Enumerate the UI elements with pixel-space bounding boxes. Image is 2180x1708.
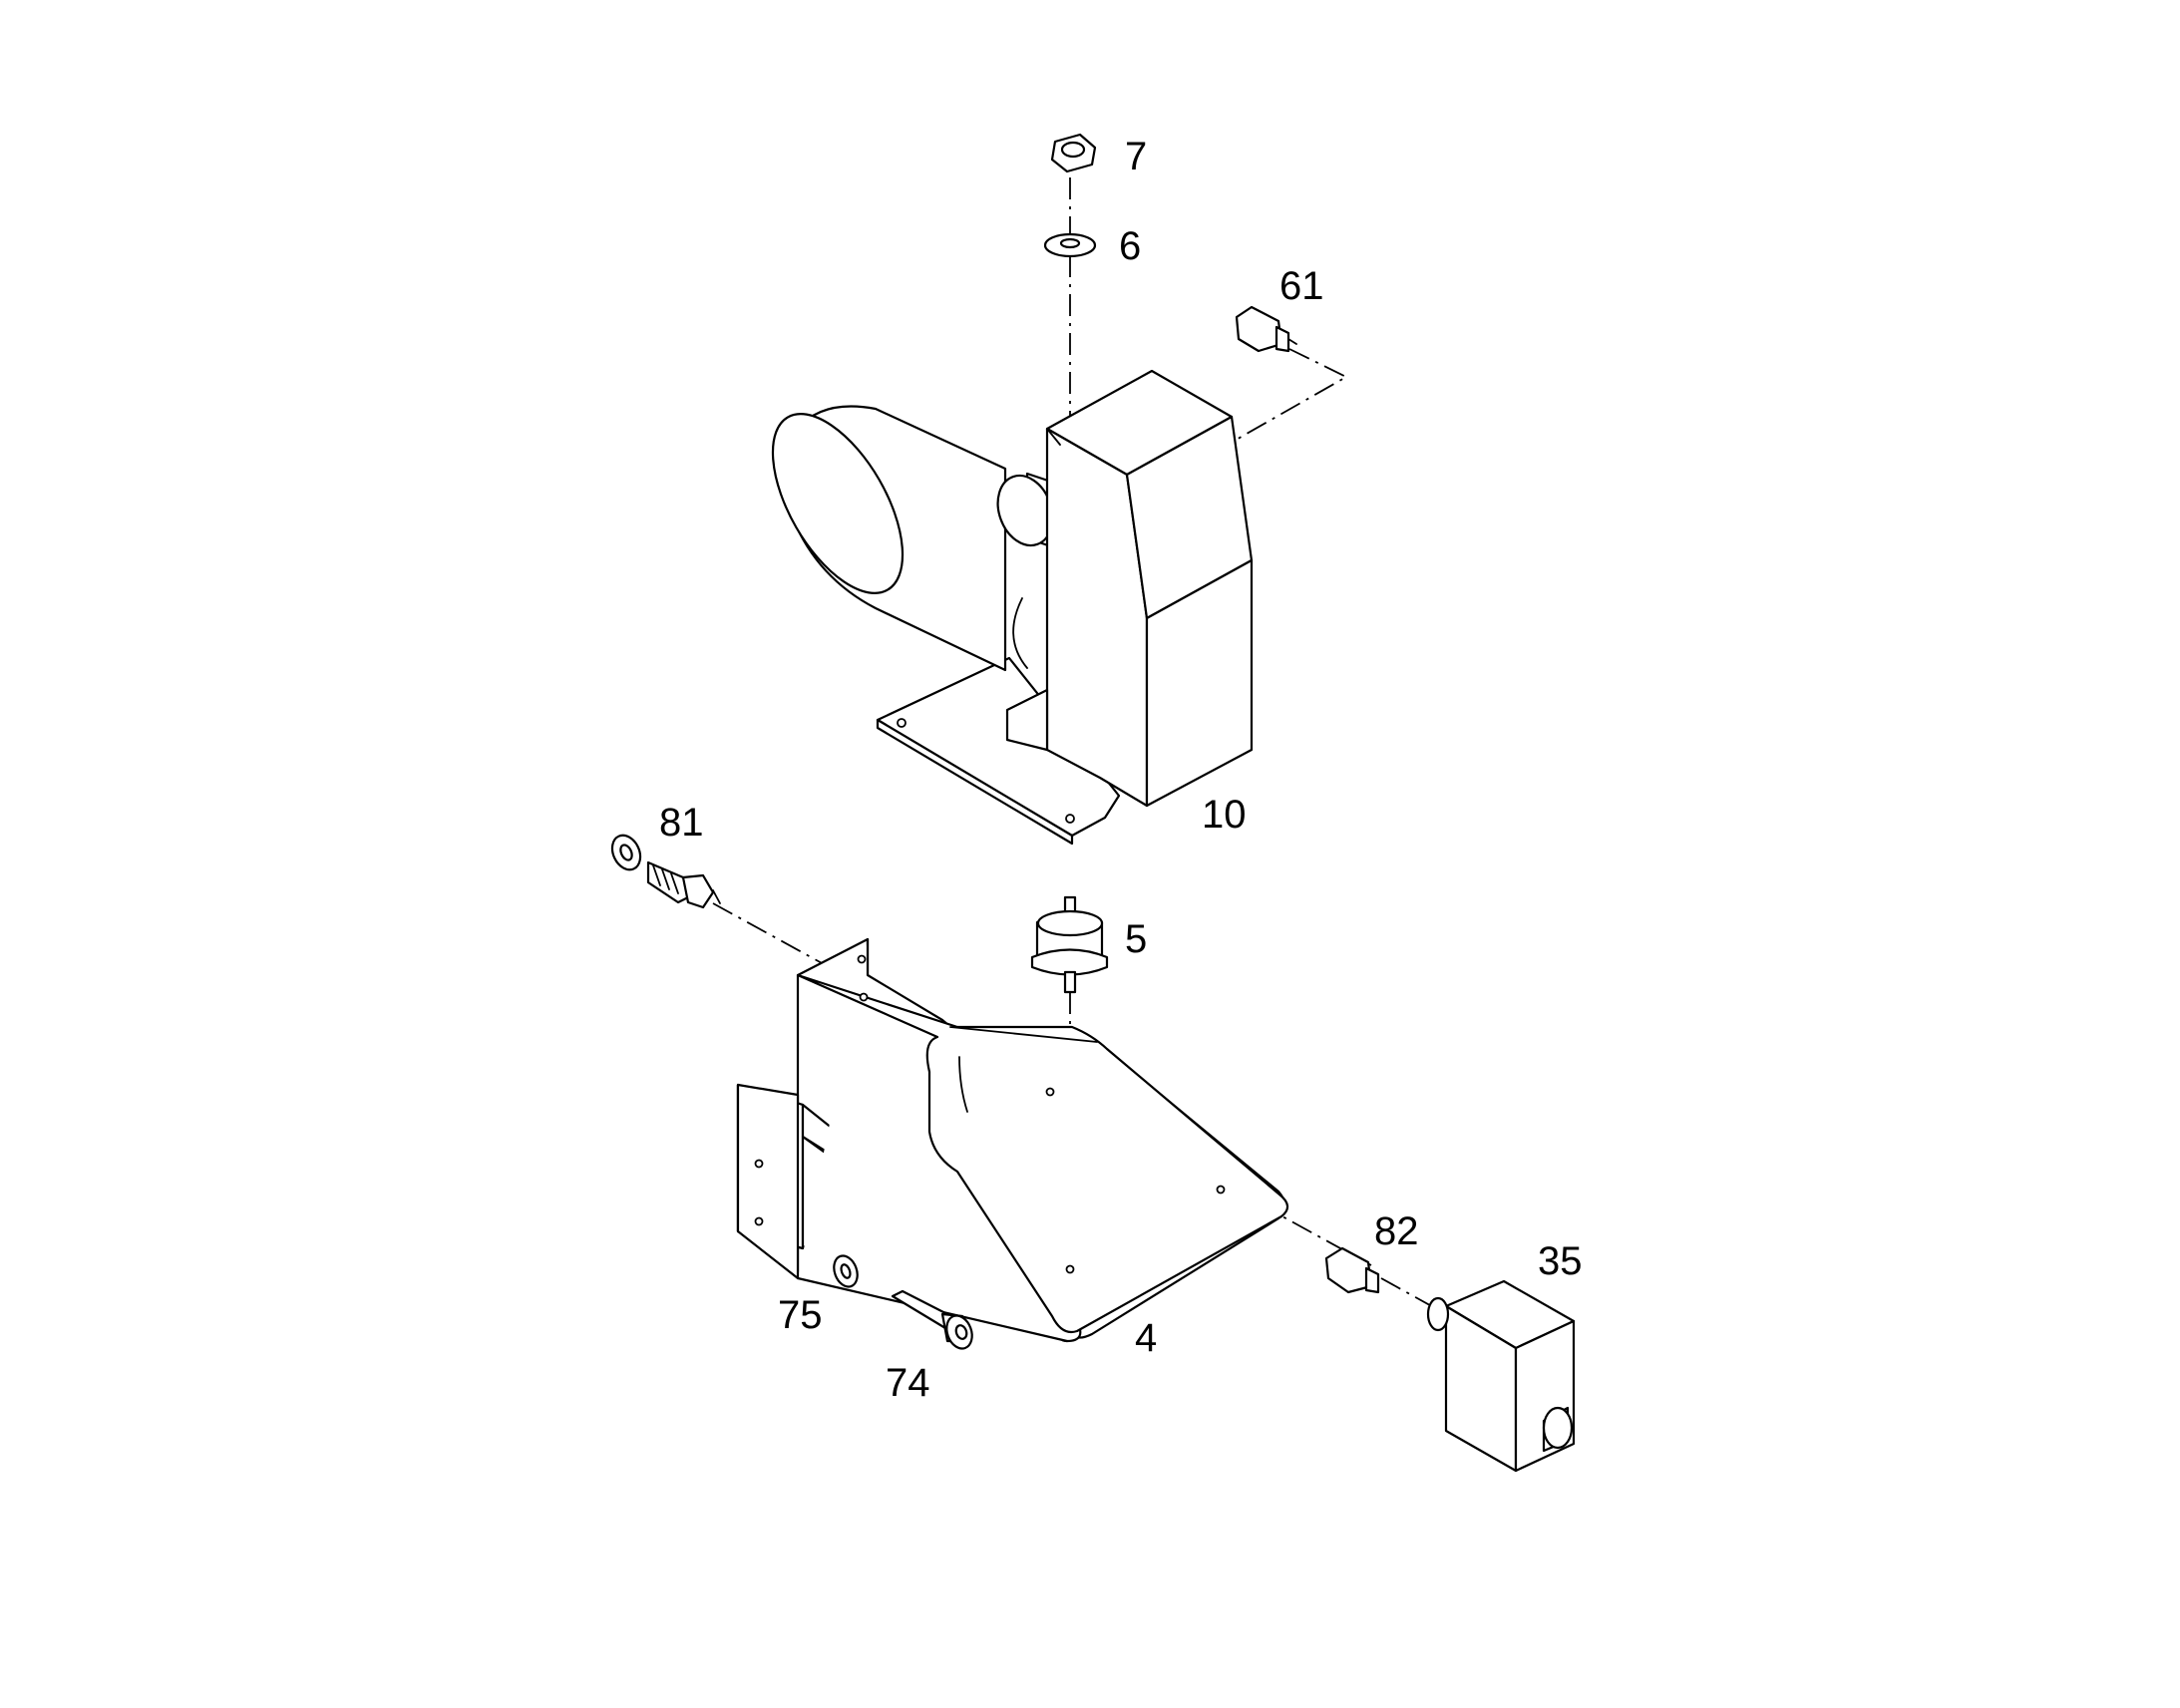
callout-6: 6 <box>1119 224 1141 268</box>
callout-35: 35 <box>1538 1239 1583 1283</box>
part-7-hex-nut <box>1050 133 1097 173</box>
part-10-motor-unit <box>771 369 1254 846</box>
callout-81: 81 <box>659 801 704 845</box>
part-81-bolt <box>610 834 721 909</box>
callout-10: 10 <box>1202 793 1247 837</box>
part-35-junction-box <box>1426 1279 1576 1473</box>
callout-4: 4 <box>1135 1316 1157 1360</box>
callout-5: 5 <box>1125 917 1147 961</box>
part-6-washer <box>1043 232 1097 258</box>
callout-82: 82 <box>1374 1209 1419 1253</box>
callout-labels: 7 6 61 10 81 5 82 35 75 4 74 <box>659 135 1583 1405</box>
callout-74: 74 <box>886 1361 930 1405</box>
callout-61: 61 <box>1279 264 1324 308</box>
callout-75: 75 <box>778 1293 823 1337</box>
part-82-fitting <box>1324 1246 1380 1294</box>
part-74-cap-screw <box>891 1289 973 1350</box>
part-61-fitting <box>1235 305 1297 353</box>
part-5-rubber-mount <box>1030 895 1109 994</box>
callout-7: 7 <box>1125 135 1147 178</box>
part-4-mounting-bracket <box>736 937 1289 1343</box>
part-75-washer <box>833 1254 859 1288</box>
